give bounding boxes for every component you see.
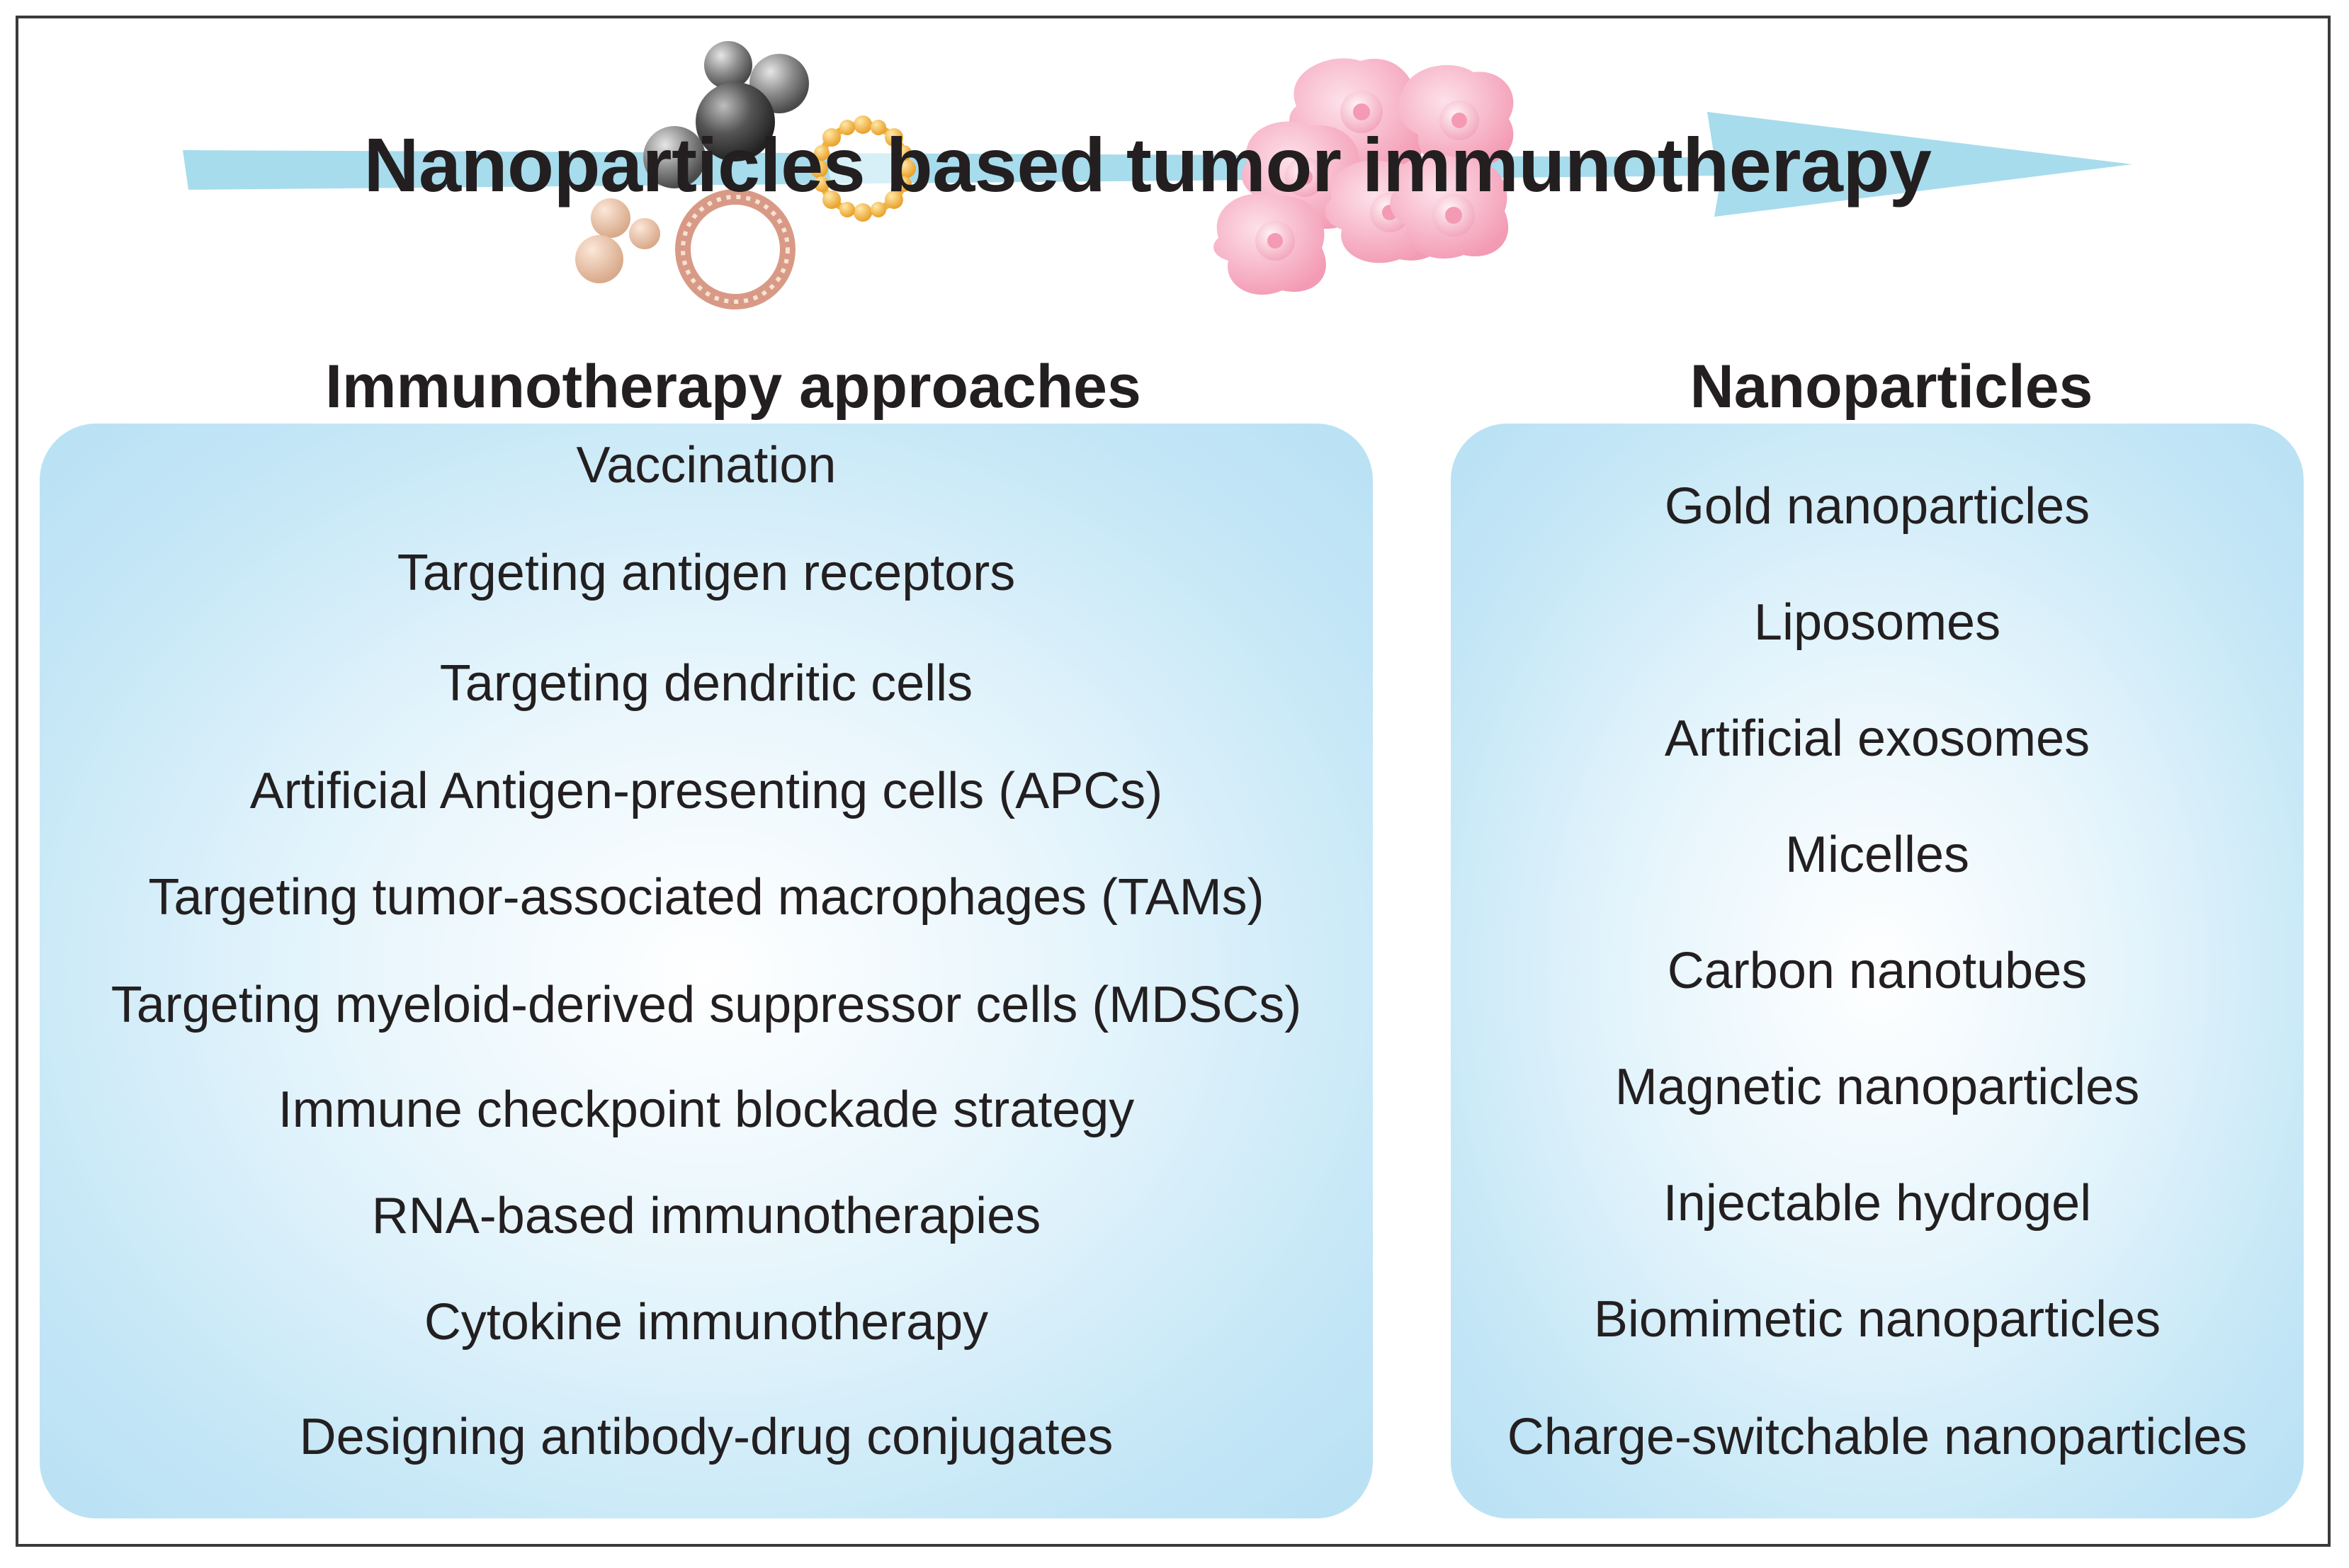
list-item: Gold nanoparticles xyxy=(1664,478,2090,535)
list-item: Injectable hydrogel xyxy=(1663,1175,2092,1232)
approaches-panel: Vaccination Targeting antigen receptors … xyxy=(40,424,1373,1518)
list-item: Designing antibody-drug conjugates xyxy=(299,1409,1114,1465)
list-item: Targeting myeloid-derived suppressor cel… xyxy=(111,977,1302,1033)
list-item: Artificial exosomes xyxy=(1664,710,2090,767)
list-item: Vaccination xyxy=(576,437,837,494)
list-item: Liposomes xyxy=(1753,594,2001,651)
list-item: Carbon nanotubes xyxy=(1667,943,2088,999)
list-item: Targeting tumor-associated macrophages (… xyxy=(148,869,1264,926)
nanoparticles-list: Gold nanoparticles Liposomes Artificial … xyxy=(1451,424,2304,1518)
liposome-icon xyxy=(675,189,796,309)
approaches-heading: Immunotherapy approaches xyxy=(325,353,1141,421)
list-item: Artificial Antigen-presenting cells (APC… xyxy=(249,763,1163,819)
list-item: Immune checkpoint blockade strategy xyxy=(278,1081,1135,1138)
peach-nanoparticle-icon xyxy=(575,198,660,283)
arrow-icon xyxy=(183,112,2132,217)
list-item: Biomimetic nanoparticles xyxy=(1593,1291,2161,1348)
header-banner xyxy=(183,41,2132,309)
nanoparticles-panel: Gold nanoparticles Liposomes Artificial … xyxy=(1451,424,2304,1518)
list-item: Micelles xyxy=(1784,826,1970,883)
list-item: Charge-switchable nanoparticles xyxy=(1507,1409,2248,1465)
list-item: Cytokine immunotherapy xyxy=(424,1294,989,1351)
figure-frame xyxy=(16,16,2331,1547)
figure-title: Nanoparticles based tumor immunotherapy xyxy=(363,122,1932,208)
tumor-cells-icon xyxy=(1213,58,1514,295)
approaches-list: Vaccination Targeting antigen receptors … xyxy=(40,424,1373,1518)
list-item: Targeting antigen receptors xyxy=(397,545,1016,601)
nanoparticles-heading: Nanoparticles xyxy=(1689,353,2093,421)
list-item: RNA-based immunotherapies xyxy=(371,1188,1041,1244)
list-item: Magnetic nanoparticles xyxy=(1614,1059,2140,1115)
gold-nanoparticle-icon xyxy=(810,115,916,222)
metal-nanoparticle-icon xyxy=(643,41,809,188)
list-item: Targeting dendritic cells xyxy=(439,655,973,712)
